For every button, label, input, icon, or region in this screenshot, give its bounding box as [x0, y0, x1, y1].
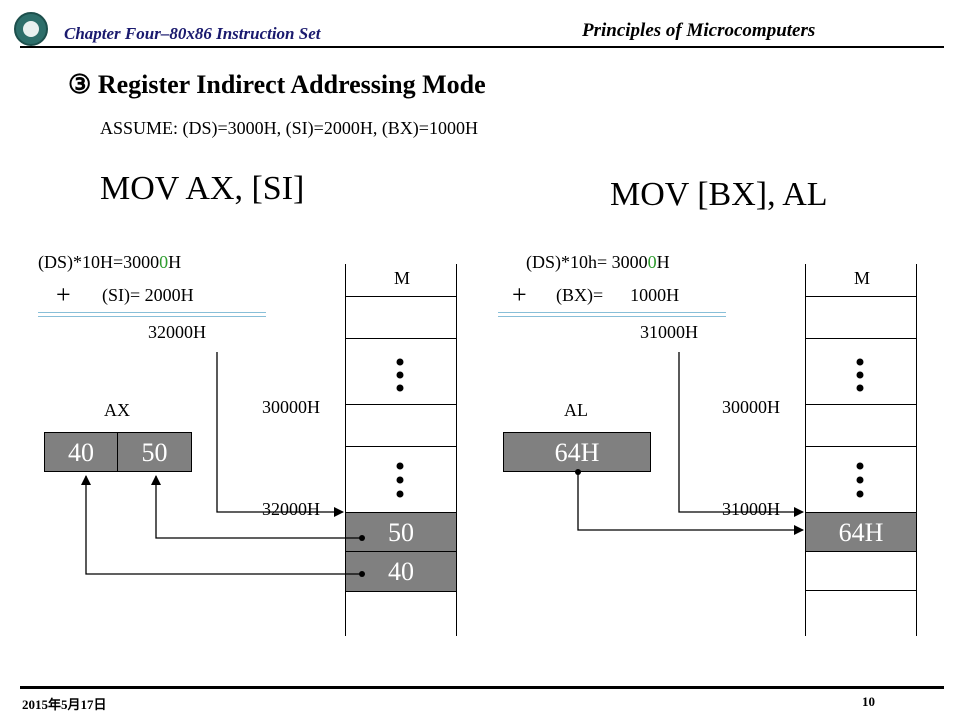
right-memory-label: M	[854, 268, 871, 288]
left-address-arrow	[216, 352, 344, 517]
left-physical-address: 32000H	[148, 322, 206, 342]
right-store-arrow	[577, 472, 804, 535]
right-address-arrow	[678, 352, 804, 517]
al-register-label: AL	[564, 400, 588, 420]
left-ellipsis-dot	[396, 358, 404, 366]
right-ellipsis-dot	[856, 384, 864, 392]
slide-title-text: Register Indirect Addressing Mode	[97, 70, 486, 99]
left-memory-divider	[345, 338, 457, 339]
bullet-number: ③	[68, 70, 92, 99]
right-physical-address: 31000H	[640, 322, 698, 342]
course-title: Principles of Microcomputers	[582, 20, 816, 41]
left-cell-dot-1	[359, 535, 365, 541]
right-memory-divider	[805, 338, 917, 339]
right-segment-calc: (DS)*10h= 30000H	[526, 252, 670, 272]
left-memory-right-edge	[456, 264, 457, 636]
left-ellipsis-dot	[396, 490, 404, 498]
left-ellipsis-dot	[396, 371, 404, 379]
memory-cell-31000h: 64H	[805, 512, 917, 552]
left-cell-dot-2	[359, 571, 365, 577]
right-register-dot	[575, 469, 581, 475]
right-sum-rule-2	[498, 316, 726, 317]
left-plus-sign: +	[56, 280, 71, 309]
left-memory-divider	[345, 404, 457, 405]
left-ellipsis-dot	[396, 384, 404, 392]
right-address-30000h: 30000H	[722, 397, 780, 417]
right-address-31000h: 31000H	[722, 499, 780, 519]
right-memory-divider	[805, 446, 917, 447]
right-ellipsis-dot	[856, 462, 864, 470]
left-address-30000h: 30000H	[262, 397, 320, 417]
ax-low-byte-cell: 50	[118, 432, 192, 472]
right-offset-calc: (BX)= 1000H	[556, 285, 680, 305]
memory-cell-32000h: 50	[345, 512, 457, 552]
left-segment-calc: (DS)*10H=30000H	[38, 252, 182, 272]
left-low-byte-arrow	[151, 475, 362, 539]
left-instruction: MOV AX, [SI]	[100, 170, 305, 207]
right-ellipsis-dot	[856, 358, 864, 366]
right-ellipsis-dot	[856, 490, 864, 498]
right-memory-divider	[805, 404, 917, 405]
left-memory-divider	[345, 296, 457, 297]
header-divider	[20, 46, 944, 48]
ax-register-label: AX	[104, 400, 130, 420]
left-high-byte-arrow	[81, 475, 362, 575]
ax-high-byte-cell: 40	[44, 432, 118, 472]
left-ellipsis-dot	[396, 476, 404, 484]
university-logo-icon	[14, 12, 48, 46]
right-memory-right-edge	[916, 264, 917, 636]
slide-title: ③ Register Indirect Addressing Mode	[68, 70, 486, 100]
left-offset-calc: (SI)= 2000H	[102, 285, 194, 305]
right-memory-divider	[805, 590, 917, 591]
footer-divider	[20, 686, 944, 689]
right-ellipsis-dot	[856, 371, 864, 379]
right-memory-divider	[805, 296, 917, 297]
al-register-cell: 64H	[503, 432, 651, 472]
left-memory-label: M	[394, 268, 411, 288]
left-memory-left-edge	[345, 264, 346, 636]
right-memory-left-edge	[805, 264, 806, 636]
chapter-title: Chapter Four–80x86 Instruction Set	[64, 24, 321, 43]
right-instruction: MOV [BX], AL	[610, 176, 828, 213]
left-sum-rule-1	[38, 312, 266, 313]
right-plus-sign: +	[512, 280, 527, 309]
assumption-text: ASSUME: (DS)=3000H, (SI)=2000H, (BX)=100…	[100, 118, 478, 138]
footer-date: 2015年5月17日	[22, 697, 107, 712]
page-number: 10	[862, 694, 875, 709]
right-ellipsis-dot	[856, 476, 864, 484]
left-sum-rule-2	[38, 316, 266, 317]
right-sum-rule-1	[498, 312, 726, 313]
left-ellipsis-dot	[396, 462, 404, 470]
left-address-32000h: 32000H	[262, 499, 320, 519]
left-memory-divider	[345, 446, 457, 447]
